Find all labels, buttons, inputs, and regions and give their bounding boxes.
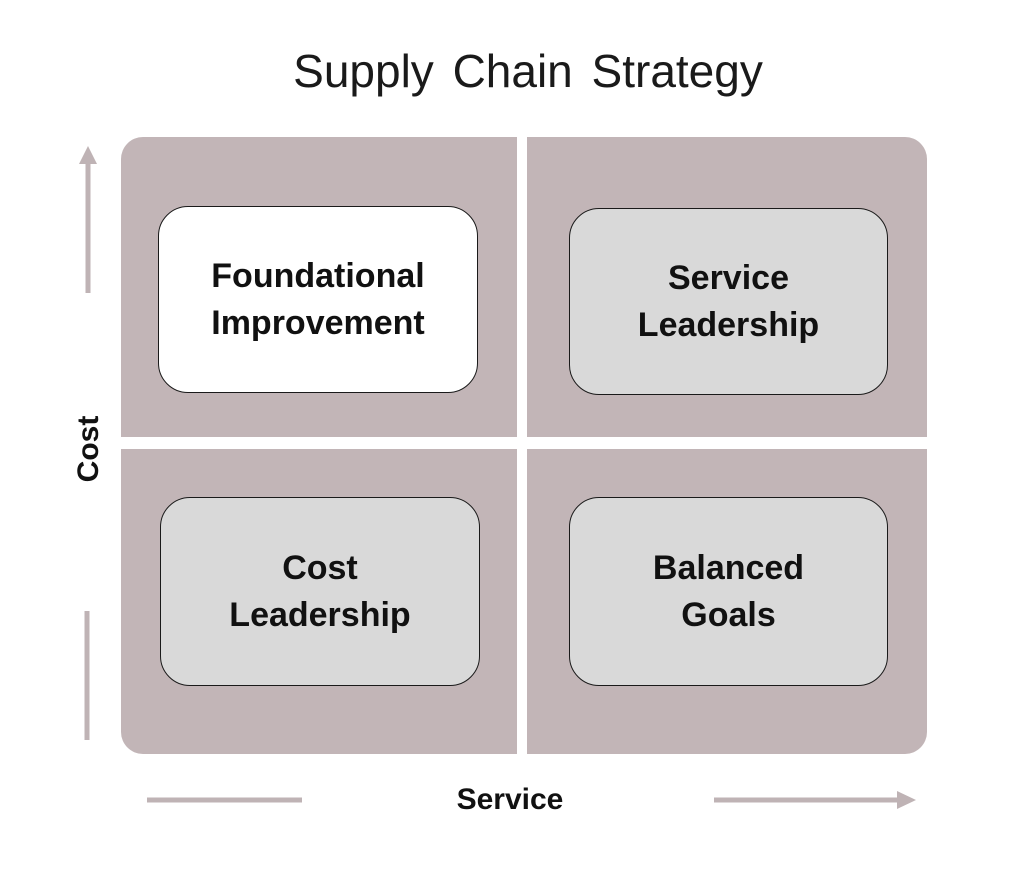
x-axis-arrowhead-icon xyxy=(897,791,916,809)
y-axis-arrowhead-icon xyxy=(79,146,97,164)
box-balanced-goals: Balanced Goals xyxy=(569,497,888,686)
x-axis-label: Service xyxy=(456,783,564,816)
box-label-balanced-goals: Balanced Goals xyxy=(652,548,805,634)
box-label-service-leadership: Service Leadership xyxy=(637,258,820,344)
diagram-title: Supply Chain Strategy xyxy=(293,45,763,97)
box-label-foundational-improvement: Foundational Improvement xyxy=(211,256,425,342)
box-cost-leadership: Cost Leadership xyxy=(160,497,480,686)
box-label-cost-leadership: Cost Leadership xyxy=(229,548,411,634)
box-service-leadership: Service Leadership xyxy=(569,208,888,395)
y-axis-label: Cost xyxy=(72,415,105,483)
box-foundational-improvement: Foundational Improvement xyxy=(158,206,478,393)
